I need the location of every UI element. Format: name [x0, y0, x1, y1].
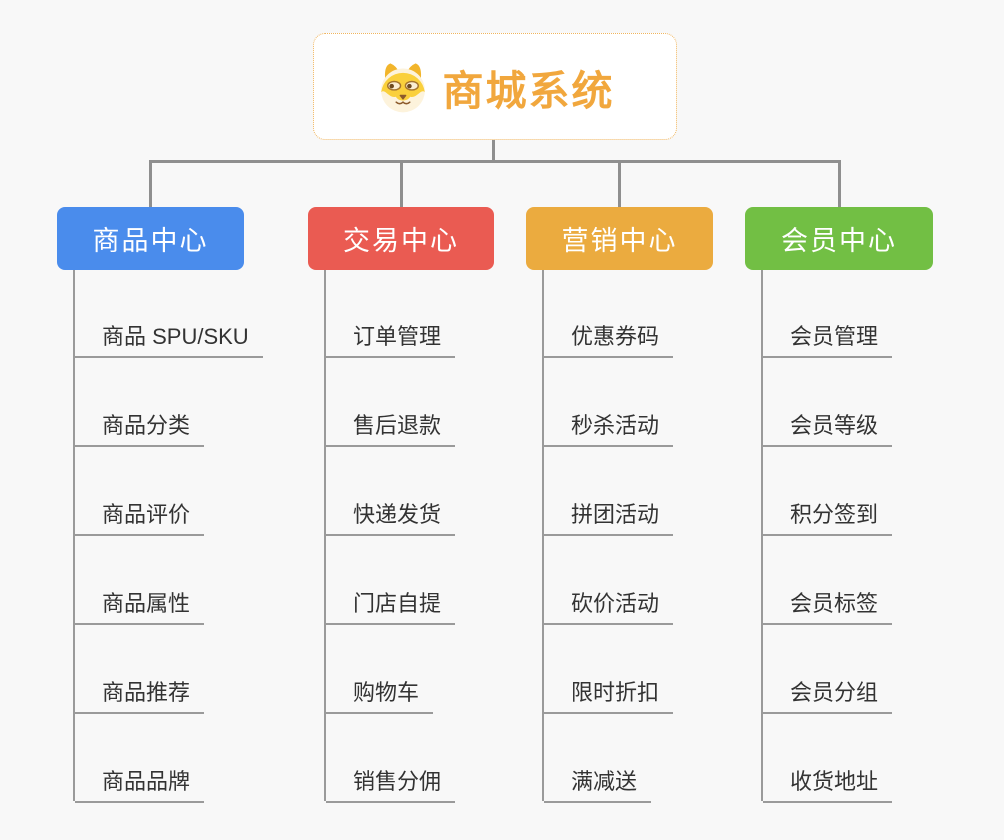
- branch-drop-line: [618, 160, 621, 207]
- leaf-node-trade-center-4[interactable]: 购物车: [326, 676, 434, 714]
- leaf-node-member-center-0[interactable]: 会员管理: [763, 320, 893, 358]
- root-title: 商城系统: [442, 67, 615, 114]
- branch-label: 会员中心: [781, 226, 897, 256]
- leaf-node-product-center-1[interactable]: 商品分类: [75, 409, 205, 447]
- leaf-node-member-center-2[interactable]: 积分签到: [763, 498, 893, 536]
- leaf-spine-line: [542, 270, 544, 801]
- root-stem-line: [491, 140, 495, 163]
- leaf-node-product-center-0[interactable]: 商品 SPU/SKU: [75, 320, 263, 358]
- leaf-spine-line: [324, 270, 326, 801]
- leaf-node-product-center-5[interactable]: 商品品牌: [75, 765, 205, 803]
- leaf-node-marketing-center-0[interactable]: 优惠券码: [544, 320, 674, 358]
- leaf-node-marketing-center-3[interactable]: 砍价活动: [544, 587, 674, 625]
- dog-face-icon: [380, 62, 425, 112]
- leaf-node-member-center-4[interactable]: 会员分组: [763, 676, 893, 714]
- leaf-node-product-center-3[interactable]: 商品属性: [75, 587, 205, 625]
- branch-node-product-center[interactable]: 商品中心: [57, 207, 244, 270]
- branch-node-marketing-center[interactable]: 营销中心: [526, 207, 713, 270]
- leaf-node-product-center-4[interactable]: 商品推荐: [75, 676, 205, 714]
- branch-node-member-center[interactable]: 会员中心: [745, 207, 933, 270]
- leaf-spine-line: [73, 270, 75, 801]
- leaf-node-marketing-center-2[interactable]: 拼团活动: [544, 498, 674, 536]
- leaf-node-product-center-2[interactable]: 商品评价: [75, 498, 205, 536]
- leaf-node-trade-center-2[interactable]: 快递发货: [326, 498, 456, 536]
- leaf-node-trade-center-1[interactable]: 售后退款: [326, 409, 456, 447]
- leaf-node-trade-center-5[interactable]: 销售分佣: [326, 765, 456, 803]
- branch-label: 商品中心: [92, 226, 209, 256]
- leaf-node-trade-center-0[interactable]: 订单管理: [326, 320, 456, 358]
- leaf-spine-line: [761, 270, 763, 801]
- leaf-node-marketing-center-5[interactable]: 满减送: [544, 765, 652, 803]
- leaf-node-trade-center-3[interactable]: 门店自提: [326, 587, 456, 625]
- leaf-node-marketing-center-4[interactable]: 限时折扣: [544, 676, 674, 714]
- leaf-node-member-center-1[interactable]: 会员等级: [763, 409, 893, 447]
- branch-drop-line: [399, 160, 403, 207]
- branch-bus-line: [149, 160, 841, 163]
- leaf-node-marketing-center-1[interactable]: 秒杀活动: [544, 409, 674, 447]
- root-node[interactable]: 商城系统: [313, 33, 677, 140]
- branch-label: 交易中心: [343, 226, 459, 256]
- leaf-node-member-center-3[interactable]: 会员标签: [763, 587, 893, 625]
- branch-drop-line: [837, 160, 841, 207]
- branch-node-trade-center[interactable]: 交易中心: [308, 207, 494, 270]
- leaf-node-member-center-5[interactable]: 收货地址: [763, 765, 893, 803]
- branch-label: 营销中心: [561, 226, 678, 256]
- branch-drop-line: [149, 160, 152, 207]
